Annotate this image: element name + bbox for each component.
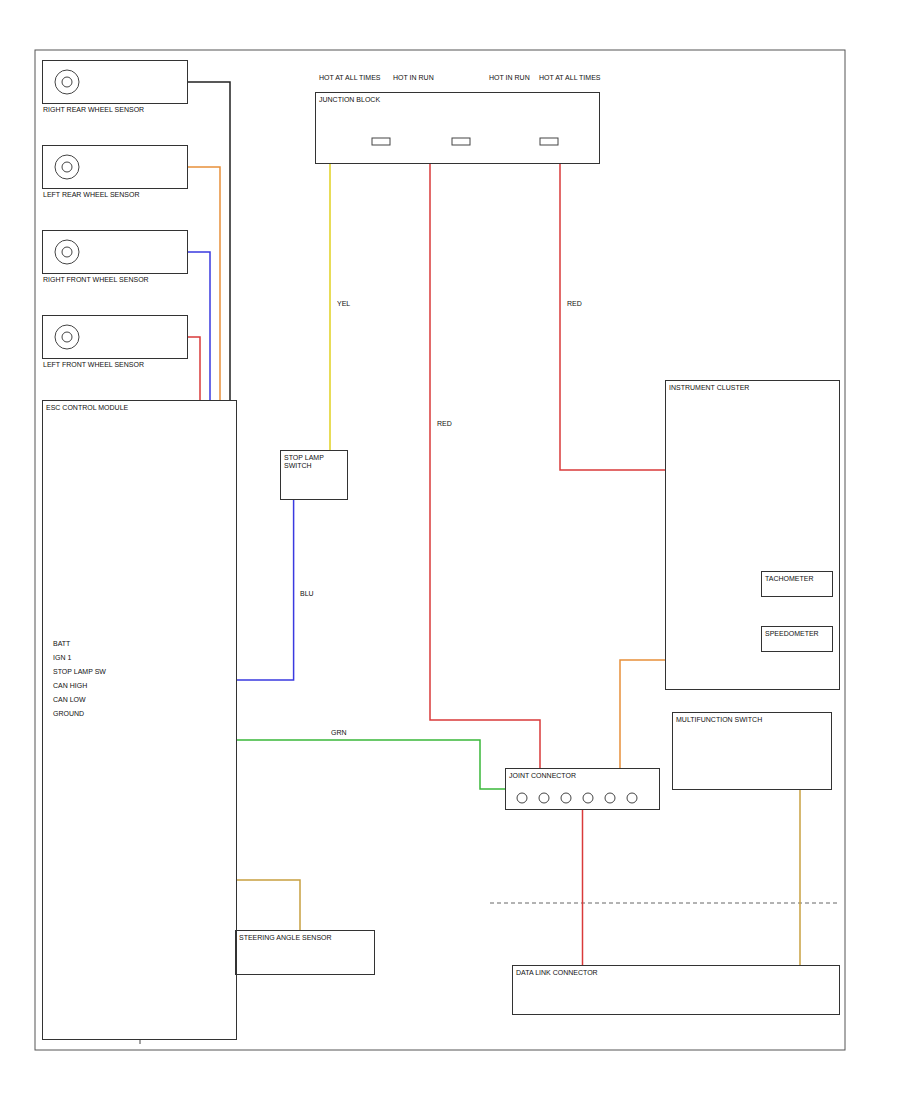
- connector-pins: [517, 793, 637, 803]
- pin-label: STOP LAMP SW: [52, 668, 107, 676]
- part-name: INSTRUMENT CLUSTER: [669, 384, 836, 392]
- circuit-label: HOT AT ALL TIMES: [538, 74, 601, 82]
- part-name: LEFT REAR WHEEL SENSOR: [43, 191, 183, 199]
- wire-color: RED: [566, 300, 583, 308]
- part-name: RIGHT FRONT WHEEL SENSOR: [43, 276, 183, 284]
- joint-connector: JOINT CONNECTOR: [505, 768, 660, 810]
- circuit-label: HOT AT ALL TIMES: [318, 74, 381, 82]
- pin-label: IGN 1: [52, 654, 72, 662]
- control-module: ESC CONTROL MODULE: [42, 400, 237, 1040]
- wire: [237, 740, 505, 789]
- gauge-box: SPEEDOMETER: [761, 626, 833, 652]
- part-name: SPEEDOMETER: [765, 630, 829, 638]
- part-name: DATA LINK CONNECTOR: [516, 969, 836, 977]
- part-name: JUNCTION BLOCK: [319, 96, 596, 104]
- ground-symbol: [140, 1040, 141, 1044]
- wire: [560, 164, 665, 470]
- wire: [329, 164, 331, 450]
- circuit-label: HOT IN RUN: [392, 74, 435, 82]
- pin-label: CAN LOW: [52, 696, 87, 704]
- wire: [430, 164, 540, 768]
- part-name: TACHOMETER: [765, 575, 829, 583]
- wheel-sensor: RIGHT FRONT WHEEL SENSOR: [42, 230, 188, 274]
- wire: [799, 790, 801, 965]
- wire: [188, 252, 210, 400]
- part-name: LEFT FRONT WHEEL SENSOR: [43, 361, 183, 369]
- page-frame: [35, 50, 845, 1050]
- wire: [188, 167, 220, 400]
- instrument-cluster: INSTRUMENT CLUSTER TACHOMETER SPEEDOMETER: [665, 380, 840, 690]
- wire: [237, 500, 294, 680]
- switch-box: STOP LAMP SWITCH: [280, 450, 348, 500]
- junction-block: JUNCTION BLOCK: [315, 92, 600, 164]
- circuit-label: HOT IN RUN: [488, 74, 531, 82]
- wire: [188, 82, 230, 400]
- wheel-sensor: LEFT REAR WHEEL SENSOR: [42, 145, 188, 189]
- part-name: STOP LAMP SWITCH: [284, 454, 344, 471]
- part-name: RIGHT REAR WHEEL SENSOR: [43, 106, 183, 114]
- switch-box: MULTIFUNCTION SWITCH: [672, 712, 832, 790]
- wire-color: GRN: [330, 729, 348, 737]
- wire: [188, 337, 200, 400]
- pin-label: BATT: [52, 640, 71, 648]
- gauge-box: TACHOMETER: [761, 571, 833, 597]
- wire-color: YEL: [336, 300, 351, 308]
- part-name: JOINT CONNECTOR: [509, 772, 656, 780]
- fuse-symbols: [372, 138, 558, 145]
- harness-divider: [490, 903, 840, 904]
- part-name: ESC CONTROL MODULE: [46, 404, 233, 412]
- wheel-sensor: LEFT FRONT WHEEL SENSOR: [42, 315, 188, 359]
- wire: [237, 880, 300, 930]
- part-name: MULTIFUNCTION SWITCH: [676, 716, 828, 724]
- sensor-box: STEERING ANGLE SENSOR: [235, 930, 375, 975]
- wire-color: RED: [436, 420, 453, 428]
- wheel-sensor: RIGHT REAR WHEEL SENSOR: [42, 60, 188, 104]
- part-name: STEERING ANGLE SENSOR: [239, 934, 371, 942]
- wire-color: BLU: [299, 590, 315, 598]
- wire: [582, 810, 584, 965]
- pin-label: CAN HIGH: [52, 682, 88, 690]
- pin-label: GROUND: [52, 710, 85, 718]
- connector-box: DATA LINK CONNECTOR: [512, 965, 840, 1015]
- wire: [620, 660, 665, 768]
